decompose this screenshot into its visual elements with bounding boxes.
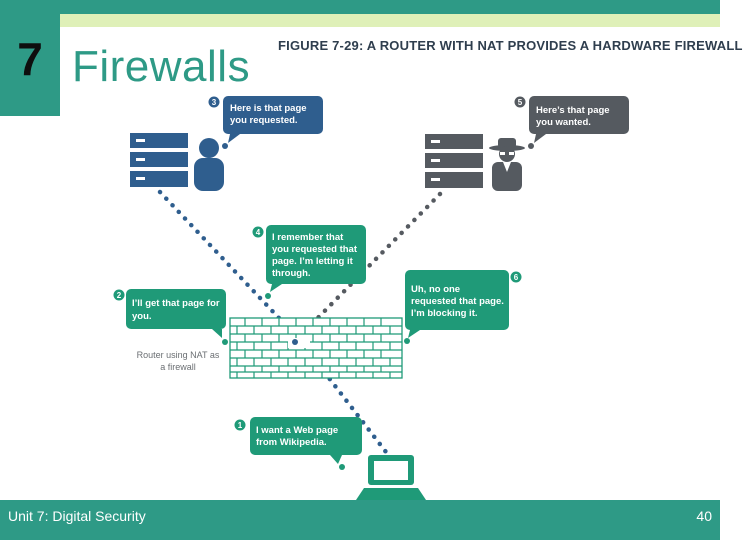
step-3-line-2: you requested. [230,115,298,126]
router-label-line-2: a firewall [160,362,196,372]
blue-server-icon [130,133,188,187]
speech-bubble-step-4: 4 I remember that you requested that pag… [252,225,366,299]
step-5-line-1: Here’s that page [536,105,610,116]
step-6-line-1: Uh, no one [411,284,460,295]
figure-caption: FIGURE 7-29: A ROUTER WITH NAT PROVIDES … [278,38,743,53]
page-number: 40 [696,508,712,524]
step-5-number: 5 [518,98,523,107]
speech-bubble-step-2: 2 I’ll get that page for you. [113,289,228,345]
step-1-number: 1 [238,421,243,430]
slide-title: Firewalls [72,42,251,91]
step-6-number: 6 [514,273,519,282]
firewall-wall-icon [229,317,403,379]
nat-firewall-diagram: 3 Here is that page you requested. 5 Her… [113,96,629,500]
step-6-line-2: requested that page. [411,296,504,307]
step-2-line-1: I’ll get that page for [132,298,220,309]
spy-person-icon [489,138,525,191]
step-4-line-4: through. [272,268,311,279]
router-node [292,339,298,345]
speech-bubble-step-3: 3 Here is that page you requested. [208,96,323,149]
step-2-number: 2 [117,291,122,300]
router-label-line-1: Router using NAT as [137,350,220,360]
link-blue-server-router [157,189,298,338]
speech-bubble-step-1: 1 I want a Web page from Wikipedia. [234,417,362,470]
router-gap [288,338,310,348]
step-5-line-2: you wanted. [536,117,591,128]
laptop-icon [356,455,426,500]
step-4-line-3: page. I’m letting it [272,256,354,267]
link-gray-server-router [297,191,443,339]
top-stripe-light [60,14,720,27]
speech-bubble-step-6: 6 Uh, no one requested that page. I’m bl… [404,270,522,344]
step-1-line-2: from Wikipedia. [256,437,327,448]
step-4-line-1: I remember that [272,232,344,243]
speech-bubble-step-5: 5 Here’s that page you wanted. [514,96,629,149]
step-4-line-2: you requested that [272,244,358,255]
step-1-line-1: I want a Web page [256,425,338,436]
firewall-brick-joints [236,318,391,378]
step-3-line-1: Here is that page [230,103,307,114]
top-stripe [0,0,720,14]
chapter-number: 7 [0,14,60,116]
gray-server-icon [425,134,483,188]
footer-bar [0,500,720,540]
blue-person-icon [194,138,224,191]
step-4-number: 4 [256,228,261,237]
footer-text: Unit 7: Digital Security [8,508,146,524]
step-3-number: 3 [212,98,217,107]
step-2-line-2: you. [132,311,152,322]
step-6-line-3: I’m blocking it. [411,308,478,319]
